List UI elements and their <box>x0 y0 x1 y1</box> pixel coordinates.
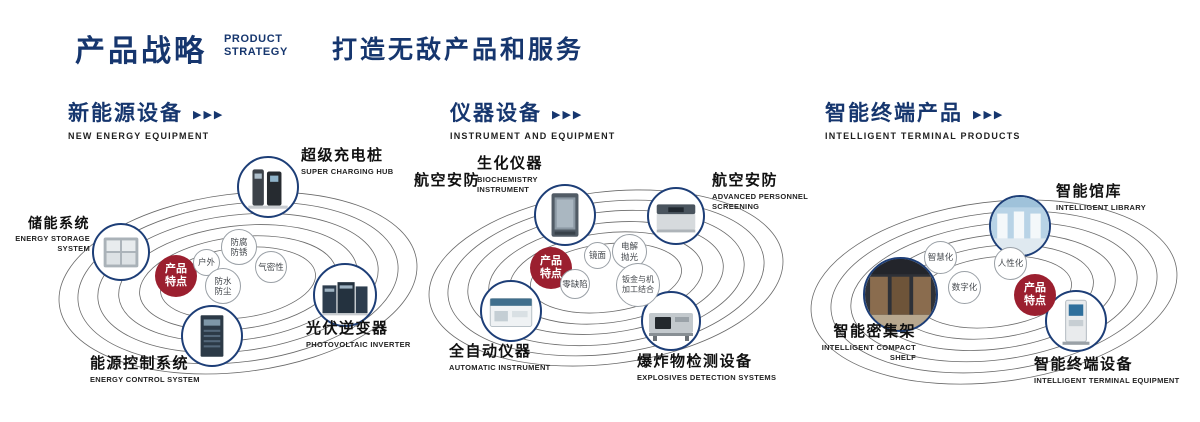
feature-bubble: 人性化 <box>994 247 1027 280</box>
section-title-intelligent: 智能终端产品 <box>825 102 963 125</box>
product-name: 超级充电桩 <box>301 147 384 164</box>
product-circle-compact-shelf <box>863 257 938 332</box>
section-subtitle-intelligent: INTELLIGENT TERMINAL PRODUCTS <box>825 131 1021 141</box>
product-label-terminal-equipment: 智能终端设备 INTELLIGENT TERMINAL EQUIPMENT <box>1034 356 1180 386</box>
product-name: 能源控制系统 <box>90 355 190 372</box>
product-name-en: ENERGY CONTROL SYSTEM <box>90 375 200 384</box>
feature-label: 钣金与机加工结合 <box>622 275 654 294</box>
product-label-explosives-detection: 爆炸物检测设备 EXPLOSIVES DETECTION SYSTEMS <box>637 353 776 383</box>
feature-bubble: 数字化 <box>948 271 981 304</box>
feature-label: 防腐防锈 <box>230 236 248 257</box>
automatic-instrument-image <box>489 298 533 328</box>
product-label-energy-control: 能源控制系统 ENERGY CONTROL SYSTEM <box>90 355 200 385</box>
compact-shelf-image <box>865 259 936 330</box>
triple-arrow-icon: ▶▶▶ <box>193 108 225 121</box>
energy-control-image <box>200 315 224 357</box>
page-subtitle-line1: PRODUCT <box>224 33 283 45</box>
feature-bubble: 气密性 <box>255 251 287 283</box>
product-name: 智能密集架 <box>833 323 916 340</box>
product-circle-intelligent-library <box>989 195 1051 257</box>
product-label-pv-inverter: 光伏逆变器 PHOTOVOLTAIC INVERTER <box>306 320 411 350</box>
feature-bubble: 智慧化 <box>924 241 957 274</box>
energy-storage-image <box>103 237 139 268</box>
product-label-biochemistry: 生化仪器 BIOCHEMISTRY INSTRUMENT <box>477 155 549 195</box>
feature-bubble: 防水防尘 <box>205 268 241 304</box>
product-circle-super-charging-hub <box>237 156 299 218</box>
product-label-intelligent-library: 智能馆库 INTELLIGENT LIBRARY <box>1056 183 1146 213</box>
tagline: 打造无敌产品和服务 <box>332 36 585 64</box>
product-name-en: INTELLIGENT LIBRARY <box>1056 203 1147 212</box>
feature-bubble: 镜面 <box>584 242 611 269</box>
product-name: 智能馆库 <box>1056 183 1123 200</box>
page-title: 产品战略 <box>75 35 207 68</box>
feature-label: 零缺陷 <box>562 278 588 289</box>
product-name-en: ENERGY STORAGE SYSTEM <box>15 233 90 253</box>
product-name: 光伏逆变器 <box>306 320 389 337</box>
product-name-en: INTELLIGENT COMPACT SHELF <box>821 343 916 362</box>
badge-label: 产品特点 <box>1024 281 1046 307</box>
feature-label: 电解抛光 <box>621 241 639 262</box>
badge-product-features: 产品特点 <box>1014 274 1056 316</box>
product-name: 航空安防 <box>414 172 481 189</box>
product-circle-energy-control <box>181 305 243 367</box>
product-circle-automatic-instrument <box>480 280 542 342</box>
product-circle-biochemistry <box>534 184 596 246</box>
section-subtitle-instrument: INSTRUMENT AND EQUIPMENT <box>450 131 616 141</box>
page-subtitle: PRODUCT STRATEGY <box>224 33 288 58</box>
explosives-detection-image <box>649 313 693 341</box>
product-name-en: EXPLOSIVES DETECTION SYSTEMS <box>637 373 777 382</box>
feature-label: 智慧化 <box>927 252 954 263</box>
biochemistry-instrument-image <box>551 193 579 237</box>
product-circle-energy-storage <box>92 223 150 281</box>
product-circle-personnel-screening <box>647 187 705 245</box>
product-name-en: AUTOMATIC INSTRUMENT <box>449 363 551 372</box>
product-circle-pv-inverter <box>313 263 377 327</box>
product-name: 储能系统 <box>28 215 90 231</box>
product-label-automatic-instrument: 全自动仪器 AUTOMATIC INSTRUMENT <box>449 343 551 373</box>
product-label-personnel-screening: 航空安防 ADVANCED PERSONNEL SCREENING <box>712 172 812 212</box>
product-name: 智能终端设备 <box>1034 356 1134 373</box>
section-header-new-energy: 新能源设备 ▶▶▶ NEW ENERGY EQUIPMENT <box>68 97 224 141</box>
section-subtitle-new-energy: NEW ENERGY EQUIPMENT <box>68 131 210 141</box>
product-label-energy-storage: 储能系统 ENERGY STORAGE SYSTEM <box>8 215 90 253</box>
feature-bubble: 钣金与机加工结合 <box>616 263 660 307</box>
badge-product-features: 产品特点 <box>530 247 572 289</box>
section-header-intelligent: 智能终端产品 ▶▶▶ INTELLIGENT TERMINAL PRODUCTS <box>825 97 1021 141</box>
feature-label: 气密性 <box>258 261 284 272</box>
feature-bubble: 零缺陷 <box>560 269 590 299</box>
product-name-en: INTELLIGENT TERMINAL EQUIPMENT <box>1034 376 1180 385</box>
product-name: 航空安防 <box>712 172 779 189</box>
triple-arrow-icon: ▶▶▶ <box>973 108 1005 121</box>
section-title-instrument: 仪器设备 <box>450 102 542 125</box>
feature-label: 镜面 <box>588 250 606 261</box>
badge-label: 产品特点 <box>540 254 562 280</box>
feature-label: 人性化 <box>997 258 1024 269</box>
section-title-new-energy: 新能源设备 <box>68 102 183 125</box>
label-aviation-security-left: 航空安防 <box>414 172 480 190</box>
terminal-equipment-image <box>1062 299 1090 345</box>
product-circle-terminal-equipment <box>1045 290 1107 352</box>
product-label-super-charging-hub: 超级充电桩 SUPER CHARGING HUB <box>301 147 394 177</box>
feature-label: 户外 <box>197 257 215 268</box>
product-name-en: ADVANCED PERSONNEL SCREENING <box>712 192 808 211</box>
product-name: 爆炸物检测设备 <box>637 353 753 370</box>
pv-inverter-image <box>322 282 368 316</box>
product-label-compact-shelf: 智能密集架 INTELLIGENT COMPACT SHELF <box>804 323 916 363</box>
page-subtitle-line2: STRATEGY <box>224 45 288 58</box>
product-name: 生化仪器 <box>477 155 544 172</box>
product-name: 全自动仪器 <box>449 343 532 360</box>
product-name-en: PHOTOVOLTAIC INVERTER <box>306 340 411 349</box>
feature-label: 防水防尘 <box>214 275 232 296</box>
feature-label: 数字化 <box>951 282 978 293</box>
personnel-screening-image <box>656 204 696 233</box>
charging-hub-image <box>248 169 288 209</box>
product-name-en: BIOCHEMISTRY INSTRUMENT <box>477 175 538 194</box>
badge-label: 产品特点 <box>165 262 187 288</box>
section-header-instrument: 仪器设备 ▶▶▶ INSTRUMENT AND EQUIPMENT <box>450 97 615 141</box>
product-name-en: SUPER CHARGING HUB <box>301 167 394 176</box>
feature-bubble: 防腐防锈 <box>221 229 257 265</box>
triple-arrow-icon: ▶▶▶ <box>552 108 584 121</box>
badge-product-features: 产品特点 <box>155 255 197 297</box>
intelligent-library-image <box>991 197 1049 255</box>
